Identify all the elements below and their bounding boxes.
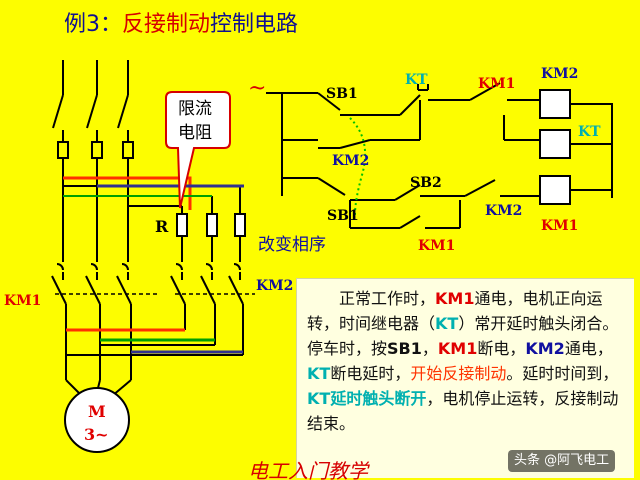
main-circuit [51, 60, 246, 453]
description-segment: KT [307, 364, 331, 383]
label-sb1-lower: SB1 [327, 208, 359, 224]
description-segment: 断电延时， [330, 364, 411, 383]
description-segment: 开始反接制动 [410, 364, 507, 383]
label-change-phase: 改变相序 [258, 235, 326, 255]
label-km2-mid: KM2 [256, 278, 293, 294]
page-title: 例3：反接制动控制电路 [64, 6, 298, 38]
callout-line1: 限流 [178, 99, 212, 119]
label-sb2: SB2 [410, 175, 442, 191]
label-km1-bottom: KM1 [418, 238, 455, 254]
label-sb1: SB1 [326, 86, 358, 102]
description-segment: SB1 [387, 339, 422, 358]
watermark: 电工入门教学 [248, 459, 368, 480]
description-segment: KT延时触头断开 [307, 389, 427, 408]
callout-line2: 电阻 [178, 123, 212, 143]
label-kt-top: KT [405, 72, 428, 88]
supply-tilde: ~ [248, 76, 266, 101]
label-km2-contact: KM2 [485, 203, 522, 219]
description-segment: 。延时时间到， [506, 364, 619, 383]
description-segment: KM1 [435, 289, 475, 308]
brand-badge: 头条 @阿飞电工 [508, 450, 616, 472]
label-km1-coil: KM1 [541, 218, 578, 234]
description-segment: 正常工作时， [307, 289, 436, 308]
label-km2-coil: KM2 [541, 66, 578, 82]
description-segment: ， [421, 339, 438, 358]
description-segment: 断电， [477, 339, 526, 358]
red-wire-top [63, 176, 192, 210]
title-suffix: 控制电路 [210, 12, 299, 37]
description-segment: KM1 [437, 339, 478, 358]
description-segment: KM2 [525, 339, 565, 358]
description-text: 正常工作时，KM1通电，电机正向运转，时间继电器（KT）常开延时触头闭合。停车时… [307, 286, 629, 436]
description-segment: KT [435, 314, 459, 333]
description-segment: 通电，电机正向运转，时间继电器（ [307, 289, 603, 333]
motor-label-phase: 3~ [84, 425, 109, 444]
sb1-link-dots [349, 117, 367, 216]
label-km1-left: KM1 [4, 293, 41, 309]
label-km1-top: KM1 [478, 76, 515, 92]
title-prefix: 例3： [64, 12, 122, 37]
description-segment: ）常开延时触头闭合。停车时，按 [307, 314, 619, 358]
label-kt-coil: KT [578, 124, 601, 140]
title-highlight: 反接制动 [122, 12, 211, 37]
description-box: 正常工作时，KM1通电，电机正向运转，时间继电器（KT）常开延时触头闭合。停车时… [296, 278, 634, 478]
label-km2-self: KM2 [332, 153, 369, 169]
control-circuit [266, 82, 613, 229]
description-segment: 通电， [564, 339, 613, 358]
resistor-callout [165, 91, 231, 209]
description-segment: ，电机停止运转，反接制动结束。 [307, 389, 619, 433]
label-resistor: R [155, 217, 169, 236]
motor-label-m: M [88, 402, 106, 421]
